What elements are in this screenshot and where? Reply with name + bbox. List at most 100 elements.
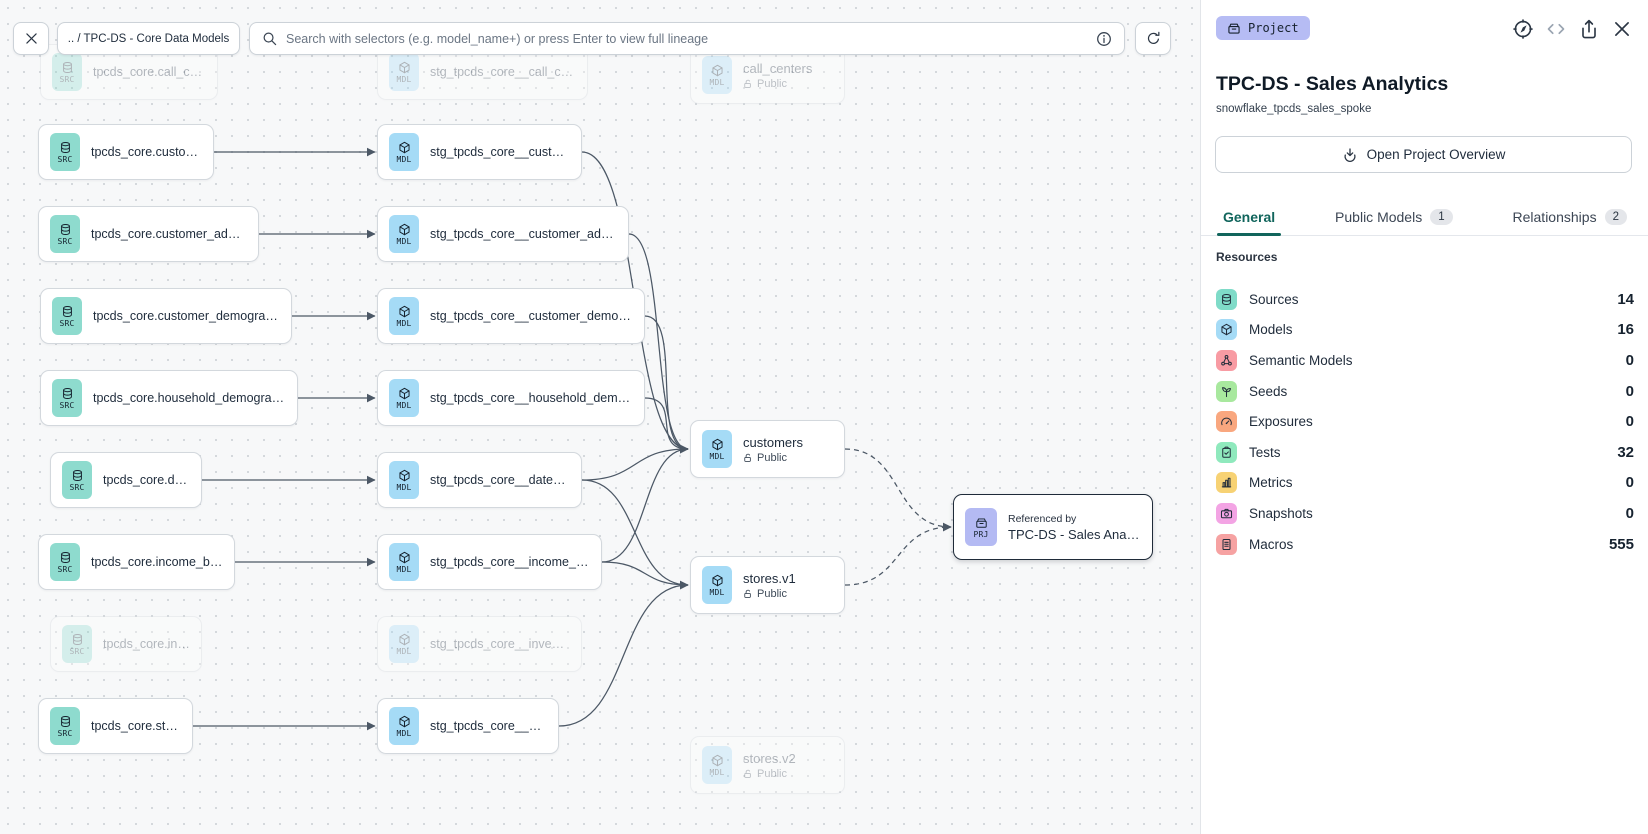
node-label: stg_tpcds_core__date_dim	[430, 473, 570, 487]
edge-customers-to-project_ref	[844, 448, 952, 532]
node-label: stores.v2	[743, 750, 796, 766]
semantic-icon	[1216, 349, 1237, 371]
resource-count: 32	[1617, 443, 1634, 461]
node-src_household_demographics[interactable]: SRC tpcds_core.household_demographics	[40, 370, 298, 426]
share-icon[interactable]	[1579, 19, 1599, 39]
src-badge: SRC	[52, 53, 82, 91]
bar-chart-icon	[1216, 472, 1237, 494]
unlock-icon	[743, 453, 753, 463]
explore-lineage-icon[interactable]	[1513, 19, 1533, 39]
unlock-icon	[743, 79, 753, 89]
mdl-badge: MDL	[389, 53, 419, 91]
resource-label: Models	[1249, 322, 1293, 338]
info-icon[interactable]	[1096, 31, 1112, 47]
resource-label: Seeds	[1249, 383, 1288, 399]
src-badge: SRC	[50, 543, 80, 581]
search-input[interactable]	[286, 31, 1087, 46]
node-label: tpcds_core.call_center	[93, 65, 206, 79]
node-label: stores.v1	[743, 570, 796, 586]
tab-count-badge: 1	[1430, 209, 1453, 225]
node-stg_income_band[interactable]: MDL stg_tpcds_core__income_band	[377, 534, 602, 590]
mdl-badge: MDL	[389, 133, 419, 171]
cube-icon	[1216, 319, 1237, 341]
open-project-overview-button[interactable]: Open Project Overview	[1215, 136, 1632, 173]
breadcrumb[interactable]: .. / TPC-DS - Core Data Models	[57, 22, 240, 55]
src-badge: SRC	[52, 379, 82, 417]
node-label: stg_tpcds_core__income_band	[430, 555, 590, 569]
edge-layer-svg	[193, 147, 952, 731]
mdl-badge: MDL	[389, 543, 419, 581]
node-stg_customer_demographics[interactable]: MDL stg_tpcds_core__customer_demogra…	[377, 288, 645, 344]
node-label: customers	[743, 434, 803, 450]
close-lineage-button[interactable]	[13, 22, 49, 55]
document-icon	[1216, 533, 1237, 555]
resource-type-label: Project	[1248, 21, 1299, 35]
resources-heading: Resources	[1216, 250, 1278, 264]
mdl-badge: MDL	[702, 430, 732, 468]
prj-badge: PRJ	[965, 508, 997, 546]
tab-general[interactable]: General	[1216, 199, 1282, 236]
edge-stg_date_dim-to-customers	[581, 444, 689, 481]
close-icon	[24, 31, 39, 46]
node-label: tpcds_core.store	[91, 719, 181, 733]
edge-stg_customer_address-to-customers	[628, 233, 689, 454]
close-panel-icon[interactable]	[1612, 19, 1632, 39]
node-stg_date_dim[interactable]: MDL stg_tpcds_core__date_dim	[377, 452, 582, 508]
node-label: call_centers	[743, 60, 813, 76]
edge-stg_customer_demographics-to-customers	[644, 315, 689, 454]
code-icon[interactable]	[1546, 19, 1566, 39]
node-label: tpcds_core.date_dim	[103, 473, 190, 487]
resource-count: 555	[1608, 535, 1634, 553]
resource-label: Tests	[1249, 444, 1281, 460]
edge-stg_date_dim-to-stores_v1	[581, 479, 689, 590]
src-badge: SRC	[50, 215, 80, 253]
node-access: Public	[743, 768, 796, 780]
search-icon	[262, 31, 277, 46]
node-label: tpcds_core.customer_demographics	[93, 309, 280, 323]
node-label: stg_tpcds_core__inventory	[430, 637, 570, 651]
node-label: tpcds_core.household_demographics	[93, 391, 286, 405]
resource-row-tests: Tests 32	[1216, 437, 1634, 468]
resource-count: 14	[1617, 290, 1634, 308]
tab-count-badge: 2	[1604, 209, 1627, 225]
open-project-overview-label: Open Project Overview	[1366, 147, 1506, 162]
mdl-badge: MDL	[389, 297, 419, 335]
resource-count: 0	[1625, 351, 1634, 369]
camera-icon	[1216, 502, 1237, 524]
node-label: stg_tpcds_core__customer_demogra…	[430, 309, 633, 323]
resource-count: 0	[1625, 504, 1634, 522]
database-icon	[1216, 288, 1237, 310]
refresh-button[interactable]	[1135, 22, 1171, 55]
edge-stores_v1-to-project_ref	[844, 522, 952, 586]
panel-actions	[1513, 19, 1632, 39]
resource-type-badge: Project	[1216, 16, 1310, 40]
mdl-badge: MDL	[389, 461, 419, 499]
search-bar[interactable]	[249, 22, 1125, 55]
resource-label: Metrics	[1249, 475, 1293, 491]
tab-label: General	[1223, 209, 1276, 225]
